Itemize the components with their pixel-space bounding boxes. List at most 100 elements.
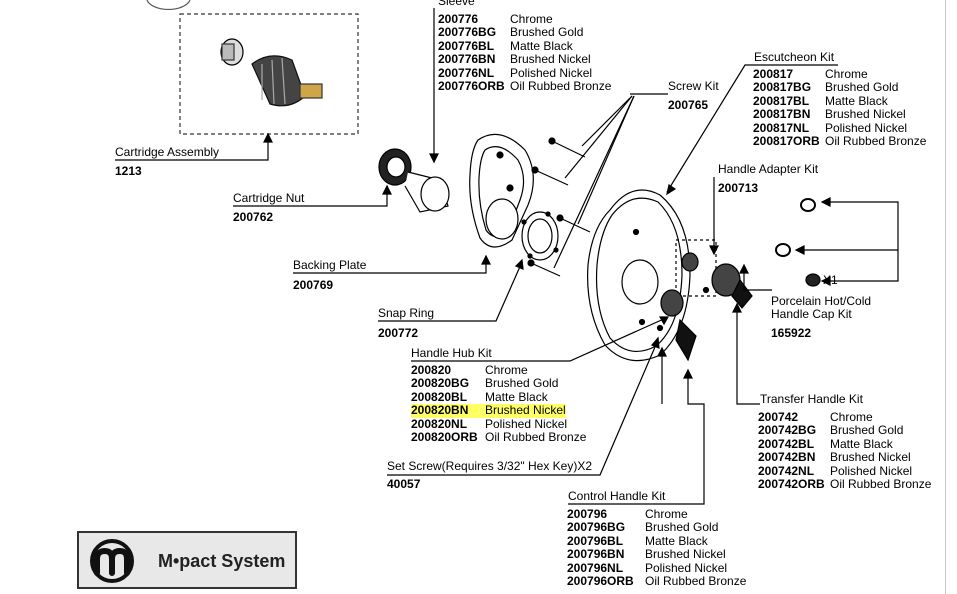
snap-ring-title: Snap Ring [378,306,435,320]
part-number: 200820NL [411,416,468,431]
list-item: 200796ORB Oil Rubbed Bronze [567,573,747,588]
backing-plate-title: Backing Plate [293,258,367,272]
cap-kit-drawing [775,198,821,287]
cap-kit-quantity: X1 [823,273,838,287]
part-finish: Brushed Nickel [830,450,911,465]
part-number: 200796ORB [567,573,634,588]
part-number: 200796BL [567,533,624,548]
cap-kit-number: 165922 [771,326,812,340]
escutcheon-kit-title: Escutcheon Kit [754,50,835,64]
cartridge-assembly-number: 1213 [115,164,142,178]
part-number: 200742BG [758,423,817,438]
part-finish: Brushed Nickel [645,547,726,562]
part-number: 200820ORB [411,429,478,444]
list-item: 200742BG Brushed Gold [758,423,931,438]
part-finish: Oil Rubbed Bronze [825,133,927,148]
part-finish: Brushed Gold [645,520,719,535]
part-number: 200820BL [411,389,468,404]
set-screw-number: 40057 [387,477,421,491]
part-number: 200776 [438,12,479,26]
handle-hub-leader [411,317,667,362]
part-finish: Brushed Nickel [510,52,591,67]
escutcheon-drawing [587,189,691,362]
screw-kit-title: Screw Kit [668,79,719,93]
part-number-highlighted: 200820BN [411,403,485,418]
handle-adapter-kit-title: Handle Adapter Kit [718,162,819,176]
part-finish: Matte Black [830,436,893,451]
snap-ring-leader [378,261,523,322]
m-pact-logo-icon [90,539,134,583]
part-finish: Oil Rubbed Bronze [645,573,747,588]
cartridge-nut-title: Cartridge Nut [233,191,305,205]
part-number: 200817BL [753,93,810,108]
screw-arrow-1 [581,95,633,147]
part-finish: Chrome [825,67,868,81]
screw-arrow-2 [564,95,633,179]
handle-hub-kit-title: Handle Hub Kit [411,346,492,360]
part-finish: Matte Black [485,389,548,404]
part-number: 200776BG [438,25,497,40]
part-number: 200796 [567,507,608,521]
part-number: 200820BG [411,376,470,391]
part-finish: Polished Nickel [645,560,728,575]
list-item: 200742BN Brushed Nickel [758,450,931,465]
part-number: 200817NL [753,120,810,135]
part-number: 200817ORB [753,133,820,148]
backing-plate-drawing [469,133,534,248]
part-finish: Chrome [830,410,873,424]
partial-circle-top [146,0,191,11]
part-finish: Matte Black [825,93,888,108]
part-finish: Oil Rubbed Bronze [485,429,587,444]
part-number: 200796BN [567,547,625,562]
list-item: 200820BL Matte Black [411,389,586,404]
part-number: 200776BL [438,38,495,53]
part-finish: Oil Rubbed Bronze [830,476,932,491]
part-number: 200776NL [438,65,495,80]
screw-arrow-4 [553,95,635,269]
sleeve-title: Sleeve [438,0,475,8]
part-finish: Polished Nickel [830,463,913,478]
cap-kit-title-line1: Porcelain Hot/Cold [771,294,872,308]
set-screw-title: Set Screw(Requires 3/32" Hex Key)X2 [387,459,593,473]
part-number: 200742BN [758,450,816,465]
cap-kit-bracket [824,201,899,282]
part-number: 200820 [411,363,452,377]
part-number: 200817BN [753,107,811,122]
transfer-handle-kit-title: Transfer Handle Kit [760,392,863,406]
cartridge-dashed-box [179,13,359,135]
control-handle-drawing [656,289,697,362]
list-item: 200776BG Brushed Gold [438,25,611,40]
handle-adapter-drawing [675,239,753,309]
part-number: 200796NL [567,560,624,575]
part-finish: Brushed Gold [825,80,899,95]
mpact-logo-box: M•pact System [77,531,297,589]
list-item: 200820ORB Oil Rubbed Bronze [411,429,587,444]
part-finish-highlighted: Brushed Nickel [485,403,566,418]
cap-kit-title-line2: Handle Cap Kit [771,307,852,321]
list-item: 200796NL Polished Nickel [567,560,746,575]
cartridge-nut-drawing [378,148,450,213]
part-finish: Brushed Gold [830,423,904,438]
part-finish: Brushed Gold [510,25,584,40]
handle-adapter-kit-number: 200713 [718,181,759,195]
